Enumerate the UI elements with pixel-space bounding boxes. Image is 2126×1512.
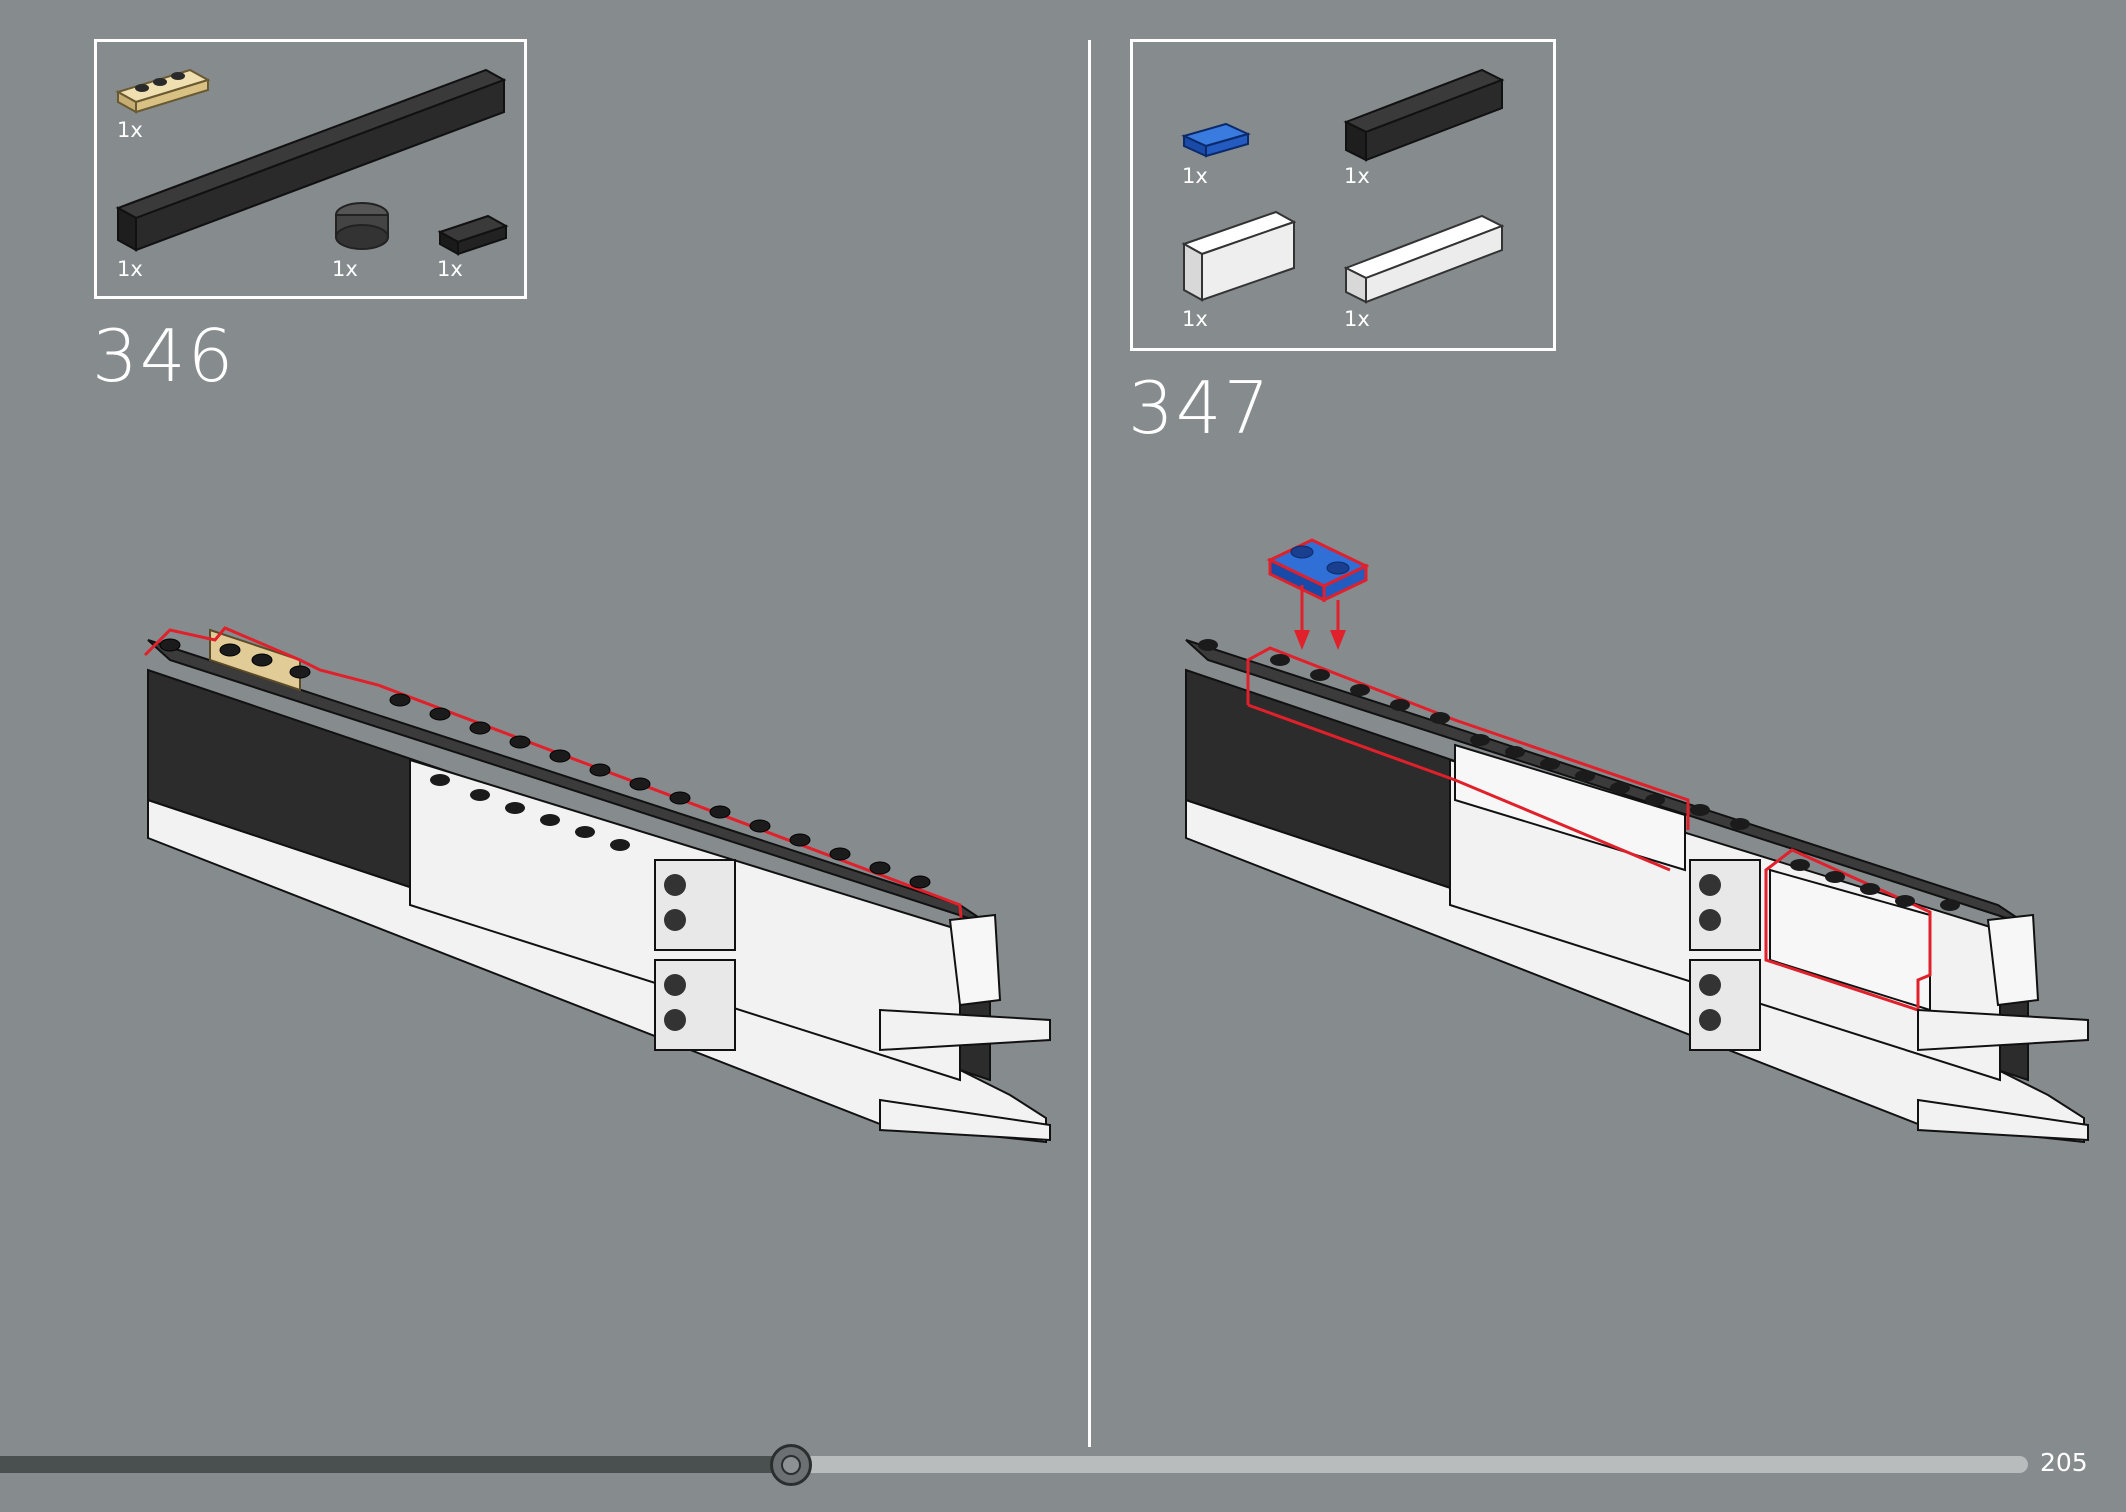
qty-tan-plate: 1x [117,118,143,142]
qty-hinge-plate: 1x [332,257,358,281]
page-divider [1088,40,1091,1447]
qty-black-brick-1x6: 1x [1344,164,1370,188]
progress-knob[interactable] [769,1444,812,1486]
qty-blue-plate: 1x [1182,164,1208,188]
step-number-347: 347 [1128,366,1272,450]
qty-black-long-brick: 1x [117,257,143,281]
qty-white-brick-1x6: 1x [1344,307,1370,331]
page-number: 205 [2040,1448,2088,1477]
model-step-346 [143,626,1051,1144]
black-brick-1x6-icon [1343,68,1505,162]
dark-gray-hinge-icon [335,202,389,250]
black-small-plate-icon [437,214,509,256]
model-step-347 [1185,538,2089,1144]
blue-plate-placement [1266,538,1370,650]
progress-fill [0,1456,791,1473]
white-panel-icon [1181,210,1297,302]
black-long-brick-icon [115,68,507,252]
parts-callout-step-346 [94,39,527,299]
qty-white-panel: 1x [1182,307,1208,331]
qty-black-small-plate: 1x [437,257,463,281]
step-number-346: 346 [92,314,236,398]
blue-plate-icon [1181,122,1251,158]
tan-plate-icon [115,68,211,114]
parts-callout-step-347 [1130,39,1556,351]
white-brick-1x6-icon [1343,214,1505,304]
